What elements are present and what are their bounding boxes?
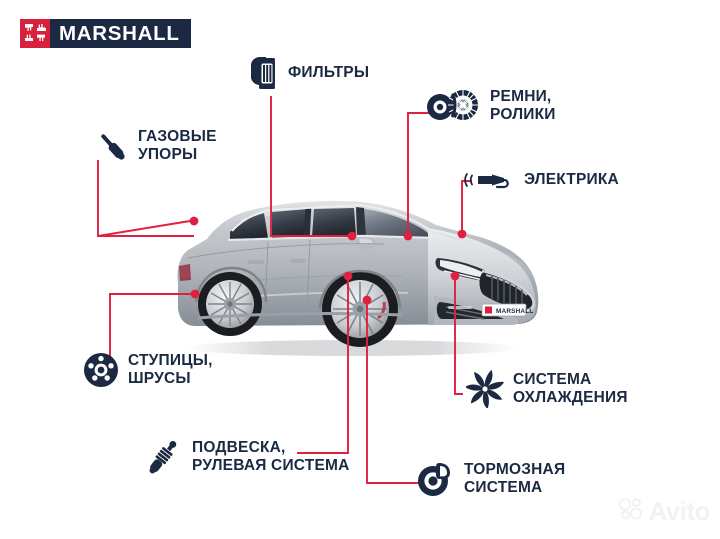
callout-brakes[interactable]: ТОРМОЗНАЯ СИСТЕМА [417, 461, 565, 497]
cooling-fan-icon [466, 370, 504, 408]
callout-electric[interactable]: ЭЛЕКТРИКА [463, 166, 619, 194]
avito-dots-icon [619, 498, 643, 525]
callout-label: ЭЛЕКТРИКА [524, 170, 619, 188]
belt-pulley-icon [425, 89, 481, 123]
callout-cooling[interactable]: СИСТЕМА ОХЛАЖДЕНИЯ [466, 370, 628, 408]
avito-watermark: Avito [619, 496, 710, 527]
shock-absorber-icon [143, 437, 183, 477]
brand-wordmark: MARSHALL [50, 19, 191, 48]
vehicle-illustration: MARSHALL [177, 200, 539, 356]
callout-suspension[interactable]: ПОДВЕСКА, РУЛЕВАЯ СИСТЕМА [143, 437, 350, 477]
marshall-mark-icon [20, 19, 50, 48]
callout-hubs[interactable]: СТУПИЦЫ, ШРУСЫ [83, 352, 213, 388]
callout-label: РЕМНИ, РОЛИКИ [490, 88, 556, 124]
brake-disc-caliper-icon [417, 461, 455, 497]
gas-strut-icon [95, 129, 129, 163]
avito-wordmark: Avito [648, 496, 710, 526]
callout-filters[interactable]: ФИЛЬТРЫ [247, 56, 369, 90]
callout-label: ГАЗОВЫЕ УПОРЫ [138, 128, 217, 164]
wheel-hub-icon [83, 352, 119, 388]
callout-gas-struts[interactable]: ГАЗОВЫЕ УПОРЫ [95, 128, 217, 164]
callout-label: СИСТЕМА ОХЛАЖДЕНИЯ [513, 370, 628, 406]
brand-logo: MARSHALL [20, 19, 191, 48]
callout-belts[interactable]: РЕМНИ, РОЛИКИ [425, 88, 556, 124]
callout-label: СТУПИЦЫ, ШРУСЫ [128, 352, 213, 388]
callout-label: ТОРМОЗНАЯ СИСТЕМА [464, 461, 566, 497]
license-plate: MARSHALL [481, 303, 533, 317]
filter-cartridge-icon [247, 56, 279, 90]
callout-label: ПОДВЕСКА, РУЛЕВАЯ СИСТЕМА [192, 438, 350, 474]
svg-text:MARSHALL: MARSHALL [496, 308, 533, 315]
sensor-plug-icon [463, 166, 515, 194]
callout-label: ФИЛЬТРЫ [288, 63, 370, 81]
